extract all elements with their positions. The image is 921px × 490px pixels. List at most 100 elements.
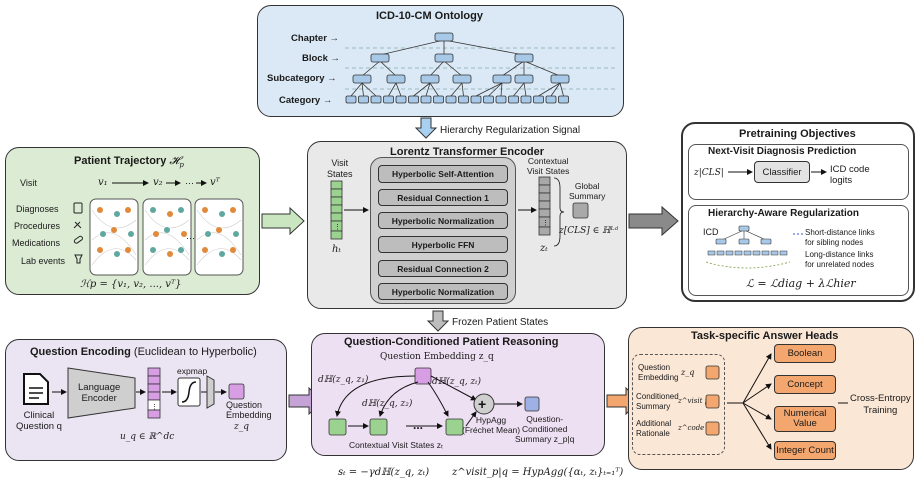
visit-label: Visit xyxy=(20,178,37,188)
tree-edge xyxy=(361,82,364,97)
row-medications: Medications xyxy=(12,238,61,248)
cls-formula: z[CLS] ∈ ℍᴸᵈ xyxy=(559,226,619,236)
record-dot xyxy=(150,207,156,213)
tree-edge xyxy=(523,82,527,97)
ontology-title: ICD-10-CM Ontology xyxy=(376,10,483,22)
tree-edge xyxy=(395,82,402,97)
trajectory-set-formula: ℋp = {v₁, v₂, ..., vᵀ} xyxy=(80,279,182,290)
question-panel xyxy=(5,339,287,461)
record-dot xyxy=(216,227,222,233)
classifier-box: Classifier xyxy=(754,161,810,183)
heads-title: Task-specific Answer Heads xyxy=(691,330,839,342)
head-input-1-sym: z^visit p|q xyxy=(678,397,716,405)
record-dot xyxy=(233,231,239,237)
svg-text:···: ··· xyxy=(186,233,195,243)
heads-loss-label: Cross-Entropy Training xyxy=(850,393,911,416)
record-dot xyxy=(97,207,103,213)
layer-self-attention: Hyperbolic Self-Attention xyxy=(378,165,508,183)
hierarchy-title: Hierarchy-Aware Regularization xyxy=(708,208,859,219)
category-node xyxy=(408,95,419,104)
pretraining-title: Pretraining Objectives xyxy=(739,128,856,140)
loss-formula: ℒ = ℒdiag + λℒhier xyxy=(746,277,856,290)
document-icon xyxy=(23,373,49,405)
distance-t: dℍ(z_q, zₜ) xyxy=(432,377,481,387)
record-dot xyxy=(125,247,131,253)
question-title-text: Question Encoding xyxy=(30,346,131,358)
language-encoder-label: Language Encoder xyxy=(78,382,121,404)
trajectory-title: Patient Trajectory 𝓗p xyxy=(74,154,184,169)
mini-leaf-node xyxy=(725,250,734,256)
head-integer: Integer Count xyxy=(774,441,836,460)
category-node xyxy=(395,95,407,104)
reasoning-panel xyxy=(311,333,605,456)
record-dot xyxy=(178,247,184,253)
record-dot xyxy=(181,231,187,237)
head-input-2-sym: z^code p|q xyxy=(678,424,718,432)
flask-icon xyxy=(74,254,83,264)
head-input-0-sym: z_q xyxy=(681,368,695,377)
tree-edge xyxy=(500,82,503,97)
visit-v2: v₂ xyxy=(153,177,163,188)
cls-input: z|CLS| xyxy=(694,168,724,178)
record-dot xyxy=(219,251,225,257)
record-dot xyxy=(114,251,120,257)
icd-label: ICD xyxy=(703,227,719,237)
tree-edge xyxy=(361,82,377,97)
level-category: Category → xyxy=(279,95,333,106)
category-node xyxy=(383,95,394,104)
layer-norm-2: Hyperbolic Normalization xyxy=(378,283,508,300)
mini-leaf-node xyxy=(770,250,779,256)
trajectory-title-math: 𝓗p xyxy=(169,154,184,170)
layer-ffn: Hyperbolic FFN xyxy=(378,236,508,253)
question-embedding-label: Question Embedding xyxy=(226,400,272,420)
nextvisit-box xyxy=(688,144,909,200)
tree-edge xyxy=(461,82,464,97)
record-dot xyxy=(97,247,103,253)
category-node xyxy=(358,95,369,104)
head-boolean: Boolean xyxy=(774,344,836,363)
svg-text:···: ··· xyxy=(185,178,194,188)
distance-2: dℍ(z_q, z₂) xyxy=(362,399,413,409)
category-node xyxy=(458,95,469,104)
reasoning-title: Question-Conditioned Patient Reasoning xyxy=(344,336,559,348)
hierarchy-signal-label: Hierarchy Regularization Signal xyxy=(440,125,581,136)
agg-formula: z^visit_p|q = HypAgg({αₜ, zₜ}ₜ₌₁ᵀ) xyxy=(452,467,624,478)
uq-label: u_q ∈ ℝ^dc xyxy=(120,432,175,442)
row-diagnoses: Diagnoses xyxy=(16,204,59,214)
heads-input-group xyxy=(632,354,725,455)
hierarchy-box xyxy=(688,205,909,296)
record-dot xyxy=(125,207,131,213)
nextvisit-title: Next-Visit Diagnosis Prediction xyxy=(708,146,857,157)
head-input-0-label: Question Embedding xyxy=(638,363,679,382)
tree-edge xyxy=(488,82,503,97)
record-dot xyxy=(230,207,236,213)
st-formula: sₜ = −γdℍ(z_q, zₜ) xyxy=(338,467,430,478)
mini-leaf-node xyxy=(752,250,761,256)
category-node xyxy=(483,95,494,104)
category-node xyxy=(420,95,432,104)
tree-edge xyxy=(550,82,561,97)
record-dot xyxy=(100,231,106,237)
mini-leaf-node xyxy=(716,250,725,256)
category-node xyxy=(545,95,557,104)
z-t-label: zₜ xyxy=(540,243,548,254)
contextual-states-label: Contextual Visit States xyxy=(527,156,570,176)
layer-residual-1: Residual Connection 1 xyxy=(378,189,508,206)
tree-edge xyxy=(513,82,525,97)
row-lab-events: Lab events xyxy=(21,256,66,266)
pretraining-panel xyxy=(681,122,915,302)
level-chapter: Chapter → xyxy=(291,33,340,44)
global-summary-label: Global Summary xyxy=(569,181,606,201)
trajectory-title-text: Patient Trajectory xyxy=(74,155,167,167)
zq-label: z_q xyxy=(234,422,250,432)
